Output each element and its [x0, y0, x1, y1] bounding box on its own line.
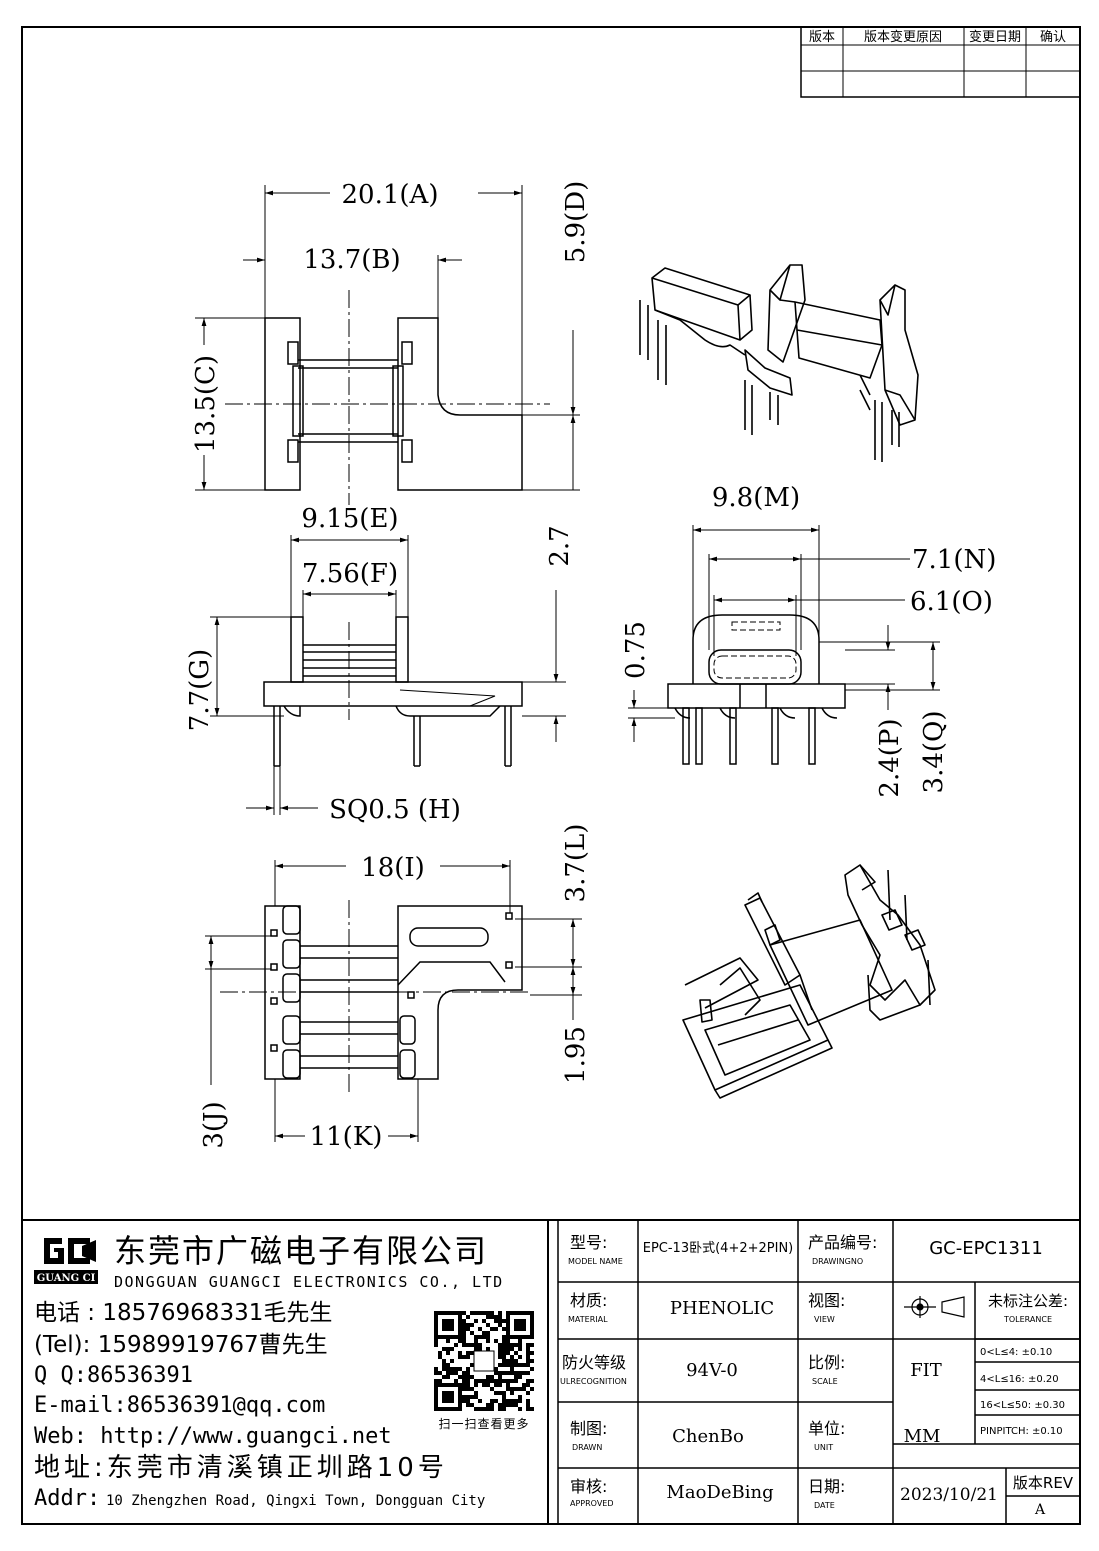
approved-label-en: APPROVED: [570, 1499, 614, 1508]
title-block: [22, 1219, 1080, 1524]
company-logo: GUANG CI: [34, 1235, 98, 1284]
company-name-cn: 东莞市广磁电子有限公司: [114, 1232, 488, 1270]
material-label: 材质:: [570, 1291, 607, 1310]
dim-J-label: 3(J): [199, 1101, 229, 1148]
bottom-view-dimensions: [205, 860, 582, 1142]
front-view: [263, 616, 523, 767]
drawn-label: 制图:: [570, 1419, 607, 1438]
contact-qq: Q Q:86536391: [34, 1363, 193, 1388]
qr-code: [434, 1311, 534, 1411]
scale-value: FIT: [910, 1360, 942, 1381]
drawn-label-en: DRAWN: [572, 1443, 602, 1452]
dim-1-95-label: 1.95: [561, 1026, 591, 1084]
rev-header-reason: 版本变更原因: [864, 29, 942, 45]
unit-label-en: UNIT: [814, 1443, 833, 1452]
side-view: [667, 614, 846, 765]
dim-Q-label: 3.4(Q): [919, 711, 949, 794]
dim-H-label: SQ0.5 (H): [329, 795, 461, 825]
tolerance-row-3: 16<L≤50: ±0.30: [980, 1400, 1065, 1411]
dim-F-label: 7.56(F): [302, 559, 398, 589]
tolerance-row-4: PINPITCH: ±0.10: [980, 1426, 1063, 1437]
rev-label: 版本REV: [1013, 1474, 1074, 1492]
revision-table: 版本 版本变更原因 变更日期 确认: [800, 26, 1081, 98]
rev-value: A: [1034, 1502, 1046, 1518]
contact-email: E-mail:86536391@qq.com: [34, 1393, 325, 1418]
projection-symbol-icon: [904, 1296, 965, 1318]
isometric-view-top: [639, 264, 919, 462]
dim-M-label: 9.8(M): [712, 483, 800, 513]
address-cn: 地址:东莞市清溪镇正圳路10号: [34, 1453, 448, 1483]
dim-2-7-label: 2.7: [545, 525, 575, 566]
rev-header-date: 变更日期: [969, 29, 1021, 45]
address-en-prefix: Addr:: [34, 1486, 100, 1511]
material-value: PHENOLIC: [670, 1298, 774, 1319]
isometric-view-bottom: [682, 864, 936, 1099]
view-label-en: VIEW: [814, 1315, 835, 1324]
dim-C-label: 13.5(C): [191, 355, 221, 453]
dim-I-label: 18(I): [361, 853, 425, 883]
product-no-label: 产品编号:: [808, 1233, 877, 1252]
side-view-dimensions: [628, 525, 940, 742]
dim-0-75-label: 0.75: [621, 621, 651, 679]
dim-A-label: 20.1(A): [342, 180, 439, 210]
front-view-dimensions: [210, 535, 566, 815]
tolerance-label-en: TOLERANCE: [1003, 1315, 1052, 1324]
product-no-value: GC-EPC1311: [929, 1238, 1043, 1259]
rev-header-version: 版本: [809, 30, 835, 45]
unit-value: MM: [904, 1426, 941, 1447]
approved-value: MaoDeBing: [666, 1482, 773, 1503]
rev-header-confirm: 确认: [1040, 30, 1066, 45]
contact-phone-2: (Tel): 15989919767曹先生: [34, 1332, 328, 1358]
model-label-en: MODEL NAME: [568, 1257, 623, 1266]
model-value: EPC-13卧式(4+2+2PIN): [643, 1241, 794, 1256]
tolerance-label: 未标注公差:: [988, 1292, 1068, 1310]
fire-label: 防火等级: [562, 1353, 626, 1372]
dim-P-label: 2.4(P): [875, 718, 905, 797]
tolerance-row-2: 4<L≤16: ±0.20: [980, 1374, 1059, 1385]
dim-N-label: 7.1(N): [912, 545, 996, 575]
contact-phone-1: 电话 : 18576968331毛先生: [34, 1300, 332, 1326]
product-no-label-en: DRAWINGNO: [812, 1257, 863, 1266]
date-label: 日期:: [808, 1477, 845, 1496]
scale-label: 比例:: [808, 1353, 845, 1372]
dim-L-label: 3.7(L): [561, 824, 591, 903]
tolerance-row-1: 0<L≤4: ±0.10: [980, 1347, 1052, 1358]
dim-K-label: 11(K): [310, 1122, 383, 1152]
date-label-en: DATE: [814, 1501, 835, 1510]
address-en: 10 Zhengzhen Road, Qingxi Town, Dongguan…: [106, 1493, 485, 1509]
drawn-value: ChenBo: [672, 1426, 744, 1447]
material-label-en: MATERIAL: [568, 1315, 608, 1324]
unit-label: 单位:: [808, 1419, 845, 1438]
company-name-en: DONGGUAN GUANGCI ELECTRONICS CO., LTD: [114, 1273, 504, 1291]
bottom-view: [220, 900, 530, 1095]
approved-label: 审核:: [570, 1477, 607, 1496]
dim-G-label: 7.7(G): [185, 649, 215, 731]
fire-value: 94V-0: [686, 1360, 738, 1381]
view-label: 视图:: [808, 1291, 845, 1310]
fire-label-en: ULRECOGNITION: [560, 1377, 627, 1386]
date-value: 2023/10/21: [900, 1485, 998, 1505]
contact-web: Web: http://www.guangci.net: [34, 1424, 392, 1449]
outer-frame: [21, 26, 1081, 1525]
top-view: [225, 290, 550, 505]
scale-label-en: SCALE: [812, 1377, 838, 1386]
dim-D-label: 5.9(D): [561, 181, 591, 263]
dim-E-label: 9.15(E): [301, 504, 398, 534]
model-label: 型号:: [570, 1233, 607, 1252]
qr-caption: 扫一扫查看更多: [438, 1417, 529, 1431]
top-view-dimensions: [195, 185, 580, 491]
logo-text: GUANG CI: [37, 1273, 96, 1284]
dim-O-label: 6.1(O): [910, 587, 993, 617]
dim-B-label: 13.7(B): [303, 245, 400, 275]
